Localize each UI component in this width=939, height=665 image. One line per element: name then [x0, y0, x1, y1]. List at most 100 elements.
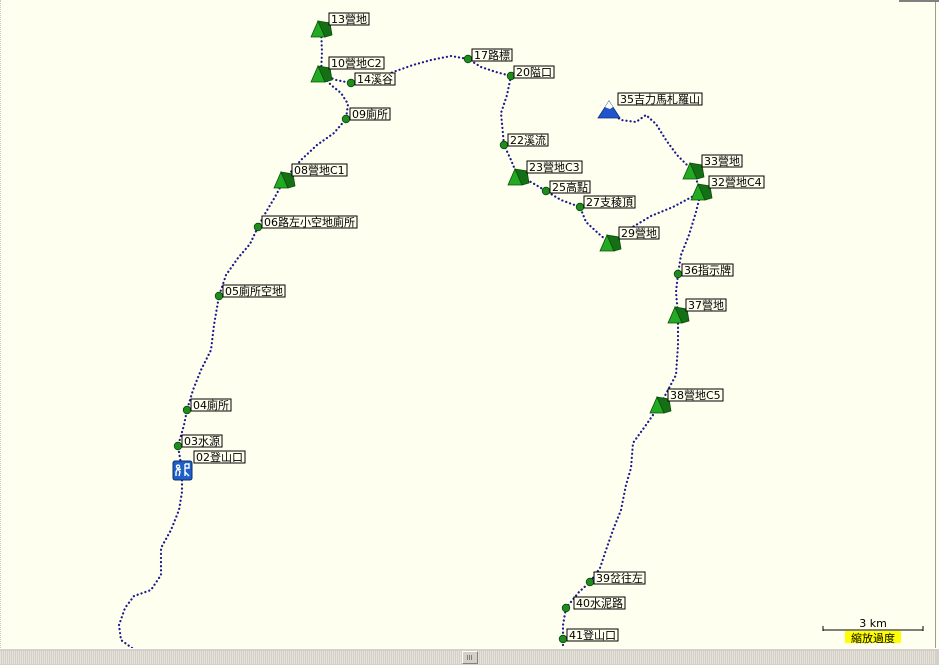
- waypoint-dot-icon: [463, 54, 473, 64]
- waypoint-03[interactable]: 03水源: [173, 434, 223, 451]
- waypoint-dot-icon: [173, 441, 183, 451]
- waypoint-17[interactable]: 17路標: [463, 48, 513, 64]
- waypoint-dot-icon: [585, 577, 595, 587]
- waypoint-label: 05廁所空地: [225, 284, 283, 298]
- waypoint-label-box: [566, 628, 619, 642]
- waypoint-label: 38營地C5: [670, 389, 721, 402]
- summit-icon: [597, 100, 621, 119]
- waypoint-label-box: [681, 263, 734, 277]
- route-layer: [117, 27, 703, 648]
- waypoint-label-box: [471, 48, 513, 62]
- route-segment-1: [117, 72, 350, 648]
- waypoint-label: 02登山口: [196, 450, 243, 464]
- route-segment-8: [561, 403, 662, 648]
- waypoint-dot-icon: [561, 603, 571, 613]
- waypoint-13[interactable]: 13營地: [310, 12, 370, 38]
- horizontal-scrollbar[interactable]: [0, 648, 939, 665]
- waypoint-22[interactable]: 22溪流: [499, 133, 549, 150]
- waypoint-label: 32營地C4: [711, 176, 762, 189]
- waypoint-27[interactable]: 27支稜頂: [575, 195, 636, 212]
- waypoint-label-box: [618, 226, 660, 240]
- waypoint-label: 03水源: [184, 434, 220, 448]
- waypoint-label-box: [593, 571, 646, 585]
- zoom-warning-bg: [845, 631, 901, 643]
- waypoint-label: 29營地: [621, 227, 657, 240]
- waypoint-04[interactable]: 04廁所: [182, 398, 232, 415]
- trailhead-icon: [172, 460, 193, 481]
- waypoint-09[interactable]: 09廁所: [341, 107, 391, 124]
- waypoint-20[interactable]: 20隘口: [506, 65, 555, 81]
- waypoint-label: 27支稜頂: [586, 196, 633, 209]
- waypoint-36[interactable]: 36指示牌: [673, 263, 734, 279]
- waypoint-dot-icon: [214, 291, 224, 301]
- waypoint-label: 14溪谷: [357, 73, 393, 86]
- waypoint-35[interactable]: 35吉力馬札羅山: [597, 92, 703, 119]
- waypoint-label-box: [513, 65, 555, 79]
- waypoint-label-box: [507, 133, 549, 147]
- waypoint-32[interactable]: 32營地C4: [690, 175, 765, 201]
- waypoint-label: 08營地C1: [294, 164, 345, 177]
- waypoint-label-box: [190, 398, 232, 412]
- waypoint-08[interactable]: 08營地C1: [273, 163, 348, 189]
- route-segment-4: [499, 74, 612, 245]
- waypoint-label-box: [354, 72, 396, 86]
- waypoint-label-box: [701, 154, 743, 168]
- camp-icon: [310, 65, 333, 83]
- waypoint-40[interactable]: 40水泥路: [561, 596, 626, 613]
- zoom-warning-label: 縮放過度: [851, 631, 895, 645]
- waypoint-label-box: [222, 284, 286, 298]
- waypoint-dot-icon: [341, 114, 351, 124]
- waypoint-38[interactable]: 38營地C5: [649, 388, 724, 414]
- waypoint-06[interactable]: 06路左小空地廁所: [253, 215, 358, 232]
- waypoint-10[interactable]: 10營地C2: [310, 56, 385, 83]
- waypoint-41[interactable]: 41登山口: [558, 628, 619, 644]
- waypoint-label-box: [181, 434, 223, 448]
- waypoint-label-box: [708, 175, 765, 189]
- route-segment-7: [658, 190, 703, 407]
- waypoint-label: 04廁所: [193, 398, 229, 412]
- scale-bar: 3 km 縮放過度: [822, 617, 924, 645]
- waypoint-33[interactable]: 33營地: [682, 154, 743, 180]
- waypoint-label: 25高點: [552, 180, 588, 194]
- waypoint-label: 39岔往左: [596, 571, 643, 585]
- waypoint-37[interactable]: 37營地: [667, 298, 727, 324]
- scrollbar-thumb[interactable]: [462, 651, 478, 664]
- waypoint-25[interactable]: 25高點: [541, 180, 591, 196]
- camp-icon: [507, 168, 530, 186]
- waypoint-label-box: [193, 450, 246, 464]
- waypoint-14[interactable]: 14溪谷: [346, 72, 396, 88]
- camp-icon: [599, 234, 622, 252]
- camp-icon: [273, 171, 296, 189]
- waypoint-29[interactable]: 29營地: [599, 226, 660, 252]
- waypoint-label-box: [328, 56, 385, 70]
- camp-icon: [682, 162, 705, 180]
- waypoint-dot-icon: [182, 405, 192, 415]
- waypoint-label-box: [328, 12, 370, 26]
- waypoint-label: 37營地: [688, 299, 724, 312]
- route-segment-6: [607, 109, 703, 194]
- waypoint-23[interactable]: 23營地C3: [507, 160, 583, 186]
- waypoint-05[interactable]: 05廁所空地: [214, 284, 286, 301]
- waypoint-dot-icon: [346, 78, 356, 88]
- waypoint-dot-icon: [558, 634, 568, 644]
- waypoint-label: 36指示牌: [684, 263, 731, 277]
- waypoint-label-box: [617, 92, 703, 106]
- waypoint-39[interactable]: 39岔往左: [585, 571, 646, 587]
- waypoint-label-box: [549, 180, 591, 194]
- waypoint-label-box: [573, 596, 626, 610]
- waypoint-label-box: [526, 160, 583, 174]
- waypoint-label-box: [261, 215, 358, 229]
- waypoint-label: 20隘口: [516, 65, 552, 79]
- waypoint-label: 10營地C2: [331, 57, 382, 70]
- waypoint-label-box: [685, 298, 727, 312]
- waypoint-dot-icon: [575, 202, 585, 212]
- waypoint-label-box: [349, 107, 391, 121]
- waypoint-02[interactable]: 02登山口: [172, 450, 246, 481]
- waypoint-label: 09廁所: [352, 107, 388, 121]
- waypoint-label: 22溪流: [510, 133, 546, 147]
- waypoint-label: 35吉力馬札羅山: [620, 93, 700, 106]
